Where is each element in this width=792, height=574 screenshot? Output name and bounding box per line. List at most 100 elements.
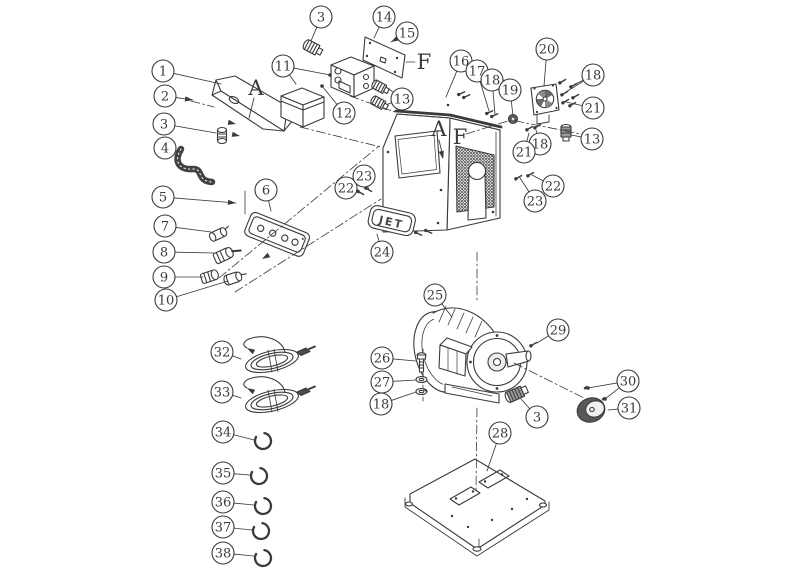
svg-text:37: 37 [215,521,232,536]
callout-27: 27 [370,370,394,394]
svg-text:29: 29 [550,324,567,339]
retaining-ring-parts [249,431,273,568]
callout-12: 12 [332,101,356,125]
svg-text:17: 17 [469,65,486,80]
svg-text:9: 9 [160,271,168,286]
cable-part-32 [243,336,316,374]
callout-24: 24 [370,240,394,264]
construction-lines [190,61,592,493]
callout-8: 8 [152,240,176,264]
svg-text:14: 14 [376,11,393,26]
svg-text:3: 3 [160,118,168,133]
callout-18: 18 [480,68,504,92]
callout-18: 18 [581,63,605,87]
view-letter-F: F [453,125,468,149]
callout-1: 1 [151,59,175,83]
callout-19: 19 [498,78,522,102]
fan-part [530,83,560,125]
callout-9: 9 [152,265,176,289]
callout-3: 3 [152,112,176,136]
fitting-right-part [560,123,572,142]
callout-11: 11 [271,54,295,78]
svg-text:18: 18 [585,69,602,84]
svg-text:27: 27 [374,376,391,391]
callout-21: 21 [581,96,605,120]
svg-text:15: 15 [399,27,416,42]
svg-text:30: 30 [620,375,637,390]
callout-23: 23 [523,189,547,213]
badge-label: JET [377,213,405,232]
callout-38: 38 [211,541,235,565]
svg-text:22: 22 [338,182,355,197]
view-letter-F: F [417,50,432,74]
callout-30: 30 [616,369,640,393]
svg-text:21: 21 [585,102,602,117]
callout-31: 31 [617,396,641,420]
svg-text:33: 33 [214,386,231,401]
bolt-washer-parts [415,348,428,402]
callout-33: 33 [210,380,234,404]
svg-text:2: 2 [161,90,169,105]
callout-6: 6 [254,178,278,202]
callout-13: 13 [390,87,414,111]
callout-5: 5 [151,185,175,209]
svg-text:35: 35 [215,467,232,482]
callout-3: 3 [525,405,549,429]
cable-part-33 [243,376,316,414]
callout-37: 37 [211,515,235,539]
callout-14: 14 [372,5,396,29]
svg-text:1: 1 [159,65,167,80]
callout-28: 28 [488,421,512,445]
callout-10: 10 [154,288,178,312]
hose-part [174,145,216,186]
box-part [280,87,325,128]
callout-34: 34 [211,420,235,444]
svg-text:6: 6 [262,184,270,199]
svg-text:22: 22 [545,180,562,195]
svg-text:18: 18 [373,398,390,413]
svg-text:36: 36 [215,496,232,511]
svg-text:20: 20 [539,43,556,58]
svg-text:10: 10 [158,294,175,309]
svg-text:24: 24 [374,246,391,261]
grille-cutout [467,172,487,221]
callout-29: 29 [546,318,570,342]
view-letter-A: A [247,76,264,100]
pulley-part [576,385,607,423]
callout-25: 25 [423,283,447,307]
motor-plug-part [504,385,529,403]
panel-knob-parts [199,225,247,286]
motor-part [413,305,532,404]
svg-text:38: 38 [215,547,232,562]
jet-badge: JET [367,205,416,237]
fitting-pair-part [370,79,390,111]
view-label-leaders [248,97,447,161]
svg-text:19: 19 [502,84,519,99]
callout-20: 20 [535,37,559,61]
svg-text:12: 12 [336,107,353,122]
callout-36: 36 [211,490,235,514]
svg-text:34: 34 [215,426,232,441]
svg-text:13: 13 [394,93,411,108]
cover-part [382,103,503,233]
view-letter-A: A [430,117,447,141]
callout-18: 18 [369,392,393,416]
callout-32: 32 [210,340,234,364]
callout-26: 26 [370,346,394,370]
svg-text:3: 3 [533,411,541,426]
terminal-housing-part [330,56,375,98]
svg-text:25: 25 [427,289,444,304]
svg-text:7: 7 [161,220,169,235]
callout-7: 7 [153,214,177,238]
svg-text:28: 28 [492,427,509,442]
svg-text:31: 31 [621,402,638,417]
svg-text:23: 23 [527,195,544,210]
svg-text:4: 4 [161,142,169,157]
callout-4: 4 [153,136,177,160]
cover-window [394,130,441,179]
svg-text:18: 18 [484,74,501,89]
callout-3: 3 [309,5,333,29]
